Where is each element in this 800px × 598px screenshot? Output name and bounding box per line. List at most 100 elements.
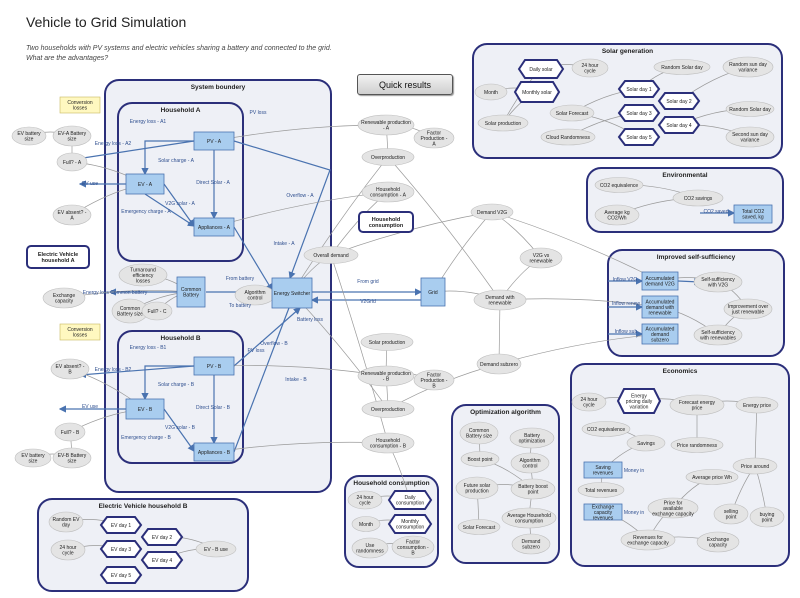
stock-ev-b[interactable]: EV - B [125,398,165,420]
hex-sd4[interactable]: Solar day 4 [657,116,701,134]
aux-total-rev[interactable]: Total revenues [577,482,625,498]
aux-solar-forecast2[interactable]: Solar Forecast [457,519,501,535]
aux-solar-prod[interactable]: Solar production [360,333,414,351]
aux-energy-price[interactable]: Energy price [735,396,779,414]
hex-sd5[interactable]: Solar day 5 [617,128,661,146]
aux-renew-prod-b[interactable]: Renewable production- B [357,365,415,387]
aux-price-around[interactable]: Price around [732,457,778,475]
aux-solar-forecast[interactable]: Solar Forecast [549,104,595,122]
aux-overproduction-b[interactable]: Overproduction [361,400,415,418]
hex-evd2[interactable]: EV day 2 [140,528,184,546]
aux-month-s[interactable]: Month [474,83,508,101]
stock-app-b[interactable]: Appliances - B [193,442,235,462]
stock-energy-switcher[interactable]: Energy Switcher [271,277,313,309]
stock-pv-a[interactable]: PV - A [193,131,235,151]
aux-co2-equiv[interactable]: CO2 equivalence [594,177,644,193]
aux-demand-v2g[interactable]: Demand V2G [470,203,514,221]
aux-ev-b-use[interactable]: EV - B use [195,540,237,558]
aux-ev-absent-b[interactable]: EV absent? -B [50,358,90,380]
aux-month-h[interactable]: Month [351,516,381,532]
hex-evd5[interactable]: EV day 5 [99,566,143,584]
aux-co2-savings[interactable]: CO2 savings [672,189,724,207]
aux-full-a[interactable]: Full? - A [56,152,88,172]
aux-avg-price[interactable]: Average price Wh [685,469,739,485]
aux-savings[interactable]: Savings [626,434,666,452]
stock-app-a[interactable]: Appliances - A [193,217,235,237]
hex-evd3[interactable]: EV day 3 [99,540,143,558]
aux-overall-demand[interactable]: Overall demand [303,246,359,264]
aux-boost-point[interactable]: Boost point [460,451,500,467]
quick-results-button[interactable]: Quick results [357,74,453,95]
hex-monthly-solar[interactable]: Monthly solar [513,81,561,103]
stock-grid[interactable]: Grid [420,277,446,307]
aux-ev-absent-a[interactable]: EV absent? -A [52,204,92,226]
aux-price-random[interactable]: Price randomness [670,437,724,453]
hex-evd4[interactable]: EV day 4 [140,551,184,569]
hex-daily-solar[interactable]: Daily solar [517,59,565,79]
aux-demand-subzero[interactable]: Demand subzero [476,353,522,375]
aux-overproduction-a[interactable]: Overproduction [361,148,415,166]
aux-renew-prod-a[interactable]: Renewable production- A [357,114,415,136]
hex-evd1[interactable]: EV day 1 [99,516,143,534]
aux-solar-production2[interactable]: Solar production [477,114,529,132]
aux-full-b[interactable]: Full? - B [54,422,86,442]
stock-ev-a[interactable]: EV - A [125,173,165,195]
hex-sd1[interactable]: Solar day 1 [617,80,661,98]
stock-pv-b[interactable]: PV - B [193,356,235,376]
hex-sd2[interactable]: Solar day 2 [657,92,701,110]
aux-random-solar-day[interactable]: Random Solar day [653,59,711,75]
aux-random-solar-day2[interactable]: Random Solar day [725,101,775,117]
aux-cloud-random[interactable]: Cloud Randomness [540,128,596,146]
